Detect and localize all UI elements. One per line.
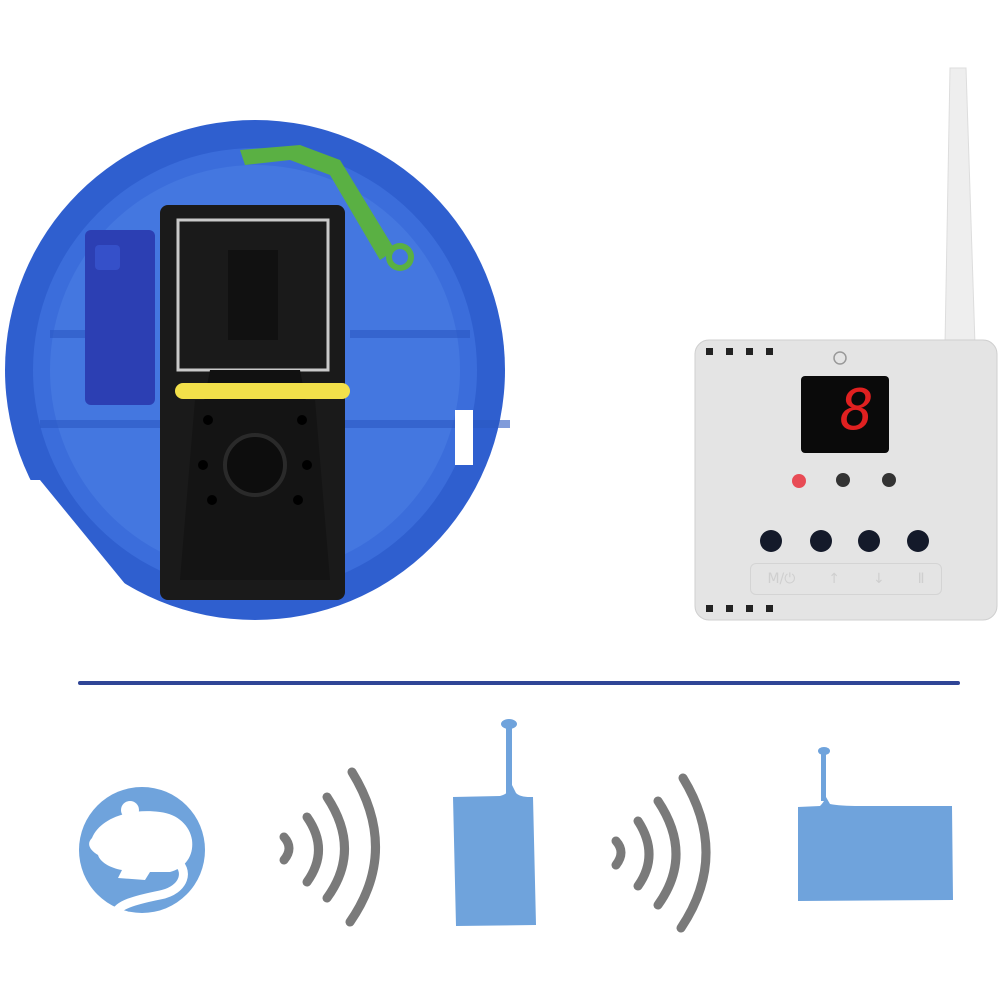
- receiver-icon: [798, 747, 953, 901]
- logo-icon: [833, 351, 847, 365]
- section-divider: [78, 681, 960, 685]
- battery-compartment: [85, 230, 155, 405]
- status-led-red: [792, 474, 806, 488]
- snap-trap: [160, 205, 350, 600]
- green-release-lever: [240, 145, 414, 271]
- signal-flow-diagram: [79, 719, 953, 933]
- down-button[interactable]: [858, 530, 880, 552]
- mouse-trap-photo: [0, 120, 530, 630]
- mode-label: M/⏻: [767, 571, 796, 587]
- pause-label: Ⅱ: [917, 571, 925, 587]
- status-led-off-1: [836, 473, 850, 487]
- receiver-graphic: [694, 67, 998, 621]
- button-label-panel: M/⏻ ↑ ↓ Ⅱ: [750, 563, 942, 595]
- mouse-icon: [79, 787, 205, 918]
- up-label: ↑: [828, 571, 841, 587]
- down-label: ↓: [872, 571, 885, 587]
- wireless-signal-icon: [611, 773, 711, 933]
- receiver-unit-photo: 8 M/⏻ ↑ ↓ Ⅱ: [690, 60, 1000, 630]
- display-digit: 8: [840, 378, 874, 443]
- pause-button[interactable]: [907, 530, 929, 552]
- status-led-off-2: [882, 473, 896, 487]
- wireless-signal-icon: [279, 767, 380, 927]
- mode-button[interactable]: [760, 530, 782, 552]
- transmitter-icon: [453, 719, 536, 926]
- seven-segment-display: [801, 376, 889, 453]
- up-button[interactable]: [810, 530, 832, 552]
